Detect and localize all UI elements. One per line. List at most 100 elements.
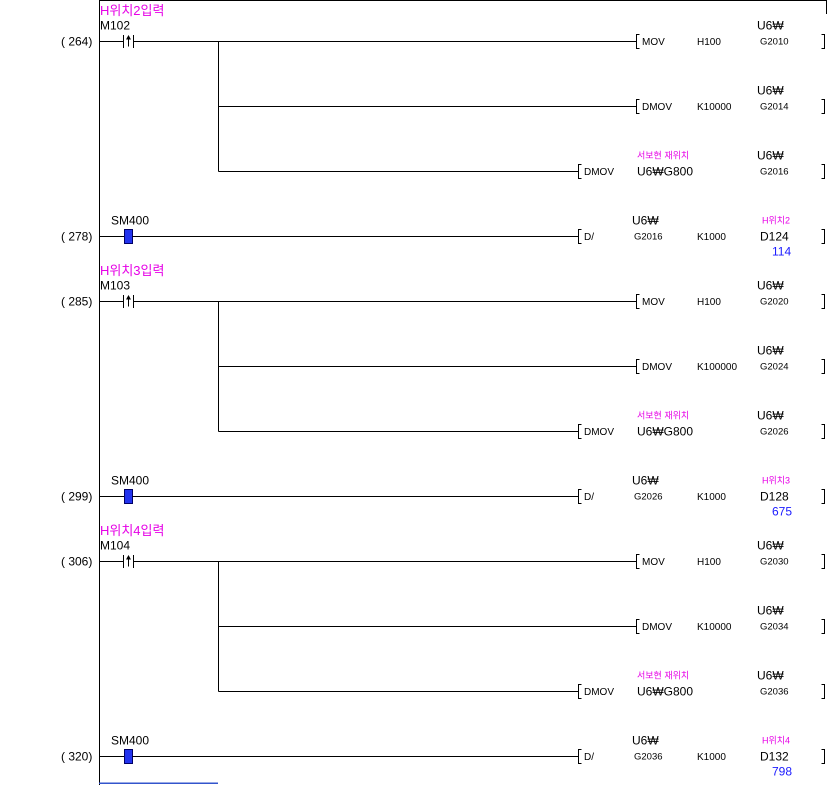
instruction-close-bracket bbox=[821, 229, 825, 244]
rising-pulse-contact-icon bbox=[123, 35, 134, 48]
dest-module-prefix: U6₩ bbox=[757, 149, 784, 163]
instruction-close-bracket bbox=[821, 489, 825, 504]
instruction-name: MOV bbox=[642, 557, 665, 568]
instruction-name: DMOV bbox=[584, 167, 614, 178]
pulse-arrow-head bbox=[126, 35, 131, 40]
source-operand: U6₩G800 bbox=[637, 685, 693, 699]
pulse-rung: ( 264) H위치2입력 M102 MOV H100 U6₩ bbox=[61, 3, 825, 179]
div-instruction[interactable]: D/ U6₩ G2016 K1000 H위치2 D124 114 bbox=[578, 214, 825, 259]
rung-comment: H위치3입력 bbox=[100, 263, 164, 278]
dest-module-prefix: U6₩ bbox=[757, 19, 784, 33]
source-operand: K10000 bbox=[697, 622, 732, 633]
dmov-instruction[interactable]: DMOV 서보현 재위치 U6₩G800 U6₩ G2016 bbox=[578, 149, 825, 179]
source-operand: U6₩G800 bbox=[637, 425, 693, 439]
contact-on-state-icon bbox=[124, 229, 133, 244]
instruction-name: DMOV bbox=[584, 427, 614, 438]
instruction-close-bracket bbox=[821, 164, 825, 179]
selection-cursor bbox=[99, 782, 218, 784]
instruction-open-bracket bbox=[636, 554, 640, 569]
dest-operand: G2010 bbox=[760, 37, 789, 48]
instruction-close-bracket bbox=[821, 554, 825, 569]
contact-device: M102 bbox=[100, 19, 130, 33]
div-instruction[interactable]: D/ U6₩ G2026 K1000 H위치3 D128 675 bbox=[578, 474, 825, 519]
rung-pair: ( 285) H위치3입력 M103 MOV H100 U6₩ bbox=[61, 263, 825, 519]
dmov-instruction[interactable]: DMOV 서보현 재위치 U6₩G800 U6₩ G2026 bbox=[578, 409, 825, 439]
instruction-close-bracket bbox=[821, 749, 825, 764]
dest-operand: G2034 bbox=[760, 622, 789, 633]
instruction-close-bracket bbox=[821, 424, 825, 439]
instruction-name: MOV bbox=[642, 37, 665, 48]
dest-operand: G2020 bbox=[760, 297, 789, 308]
contact-device: M104 bbox=[100, 539, 130, 553]
dest-module-prefix: U6₩ bbox=[757, 279, 784, 293]
source1-operand: G2016 bbox=[634, 232, 663, 243]
dmov-instruction[interactable]: DMOV 서보현 재위치 U6₩G800 U6₩ G2036 bbox=[578, 669, 825, 699]
source-operand: H100 bbox=[697, 37, 721, 48]
dest-operand: G2030 bbox=[760, 557, 789, 568]
dest-operand: G2024 bbox=[760, 362, 789, 373]
dest-operand: G2026 bbox=[760, 427, 789, 438]
dest-operand: G2014 bbox=[760, 102, 789, 113]
instruction-open-bracket bbox=[636, 619, 640, 634]
source1-operand: G2036 bbox=[634, 752, 663, 763]
pulse-rung: ( 285) H위치3입력 M103 MOV H100 U6₩ bbox=[61, 263, 825, 439]
instruction-open-bracket bbox=[578, 229, 582, 244]
mov-instruction[interactable]: MOV H100 U6₩ G2020 bbox=[636, 279, 825, 309]
step-number: ( 285) bbox=[61, 295, 92, 309]
dest-module-prefix: U6₩ bbox=[757, 84, 784, 98]
div-instruction[interactable]: D/ U6₩ G2036 K1000 H위치4 D132 798 bbox=[578, 734, 825, 779]
source1-module-prefix: U6₩ bbox=[632, 214, 659, 228]
source-operand: K10000 bbox=[697, 102, 732, 113]
step-number: ( 299) bbox=[61, 490, 92, 504]
step-number: ( 320) bbox=[61, 750, 92, 764]
mov-instruction[interactable]: MOV H100 U6₩ G2010 bbox=[636, 19, 825, 49]
pulse-rung: ( 306) H위치4입력 M104 MOV H100 U6₩ bbox=[61, 523, 825, 699]
instruction-open-bracket bbox=[578, 684, 582, 699]
contact-device: SM400 bbox=[111, 214, 149, 228]
instruction-open-bracket bbox=[636, 34, 640, 49]
source-operand: K100000 bbox=[697, 362, 737, 373]
instruction-open-bracket bbox=[636, 99, 640, 114]
dest-operand: D124 bbox=[760, 230, 789, 244]
mov-instruction[interactable]: MOV H100 U6₩ G2030 bbox=[636, 539, 825, 569]
rising-pulse-contact[interactable]: M102 bbox=[100, 19, 134, 49]
contact-device: M103 bbox=[100, 279, 130, 293]
dmov-instruction[interactable]: DMOV K100000 U6₩ G2024 bbox=[636, 344, 825, 374]
pulse-arrow-head bbox=[126, 555, 131, 560]
source-device-comment: 서보현 재위치 bbox=[637, 670, 689, 681]
dest-operand: D132 bbox=[760, 750, 789, 764]
contact-device: SM400 bbox=[111, 734, 149, 748]
dest-module-prefix: U6₩ bbox=[757, 669, 784, 683]
source-operand: U6₩G800 bbox=[637, 165, 693, 179]
monitor-value: 675 bbox=[772, 505, 792, 519]
instruction-name: D/ bbox=[584, 232, 594, 243]
always-on-contact[interactable]: SM400 bbox=[111, 734, 149, 764]
rung-pair: ( 306) H위치4입력 M104 MOV H100 U6₩ bbox=[61, 523, 825, 779]
instruction-open-bracket bbox=[578, 424, 582, 439]
instruction-close-bracket bbox=[821, 684, 825, 699]
source-operand: H100 bbox=[697, 297, 721, 308]
source2-operand: K1000 bbox=[697, 752, 726, 763]
instruction-name: DMOV bbox=[642, 102, 672, 113]
rung-comment: H위치2입력 bbox=[100, 3, 164, 18]
contact-on-state-icon bbox=[124, 749, 133, 764]
source1-module-prefix: U6₩ bbox=[632, 474, 659, 488]
dest-device-comment: H위치2 bbox=[762, 215, 790, 226]
dmov-instruction[interactable]: DMOV K10000 U6₩ G2014 bbox=[636, 84, 825, 114]
source1-module-prefix: U6₩ bbox=[632, 734, 659, 748]
source2-operand: K1000 bbox=[697, 492, 726, 503]
instruction-open-bracket bbox=[636, 294, 640, 309]
instruction-open-bracket bbox=[578, 749, 582, 764]
dmov-instruction[interactable]: DMOV K10000 U6₩ G2034 bbox=[636, 604, 825, 634]
division-rung: ( 278) SM400 D/ U6₩ G2016 K1000 H위치2 D12… bbox=[61, 214, 825, 259]
dest-module-prefix: U6₩ bbox=[757, 409, 784, 423]
source-device-comment: 서보현 재위치 bbox=[637, 150, 689, 161]
source2-operand: K1000 bbox=[697, 232, 726, 243]
instruction-name: D/ bbox=[584, 752, 594, 763]
instruction-open-bracket bbox=[636, 359, 640, 374]
dest-module-prefix: U6₩ bbox=[757, 344, 784, 358]
division-rung: ( 320) SM400 D/ U6₩ G2036 K1000 H위치4 D13… bbox=[61, 734, 825, 779]
dest-module-prefix: U6₩ bbox=[757, 539, 784, 553]
